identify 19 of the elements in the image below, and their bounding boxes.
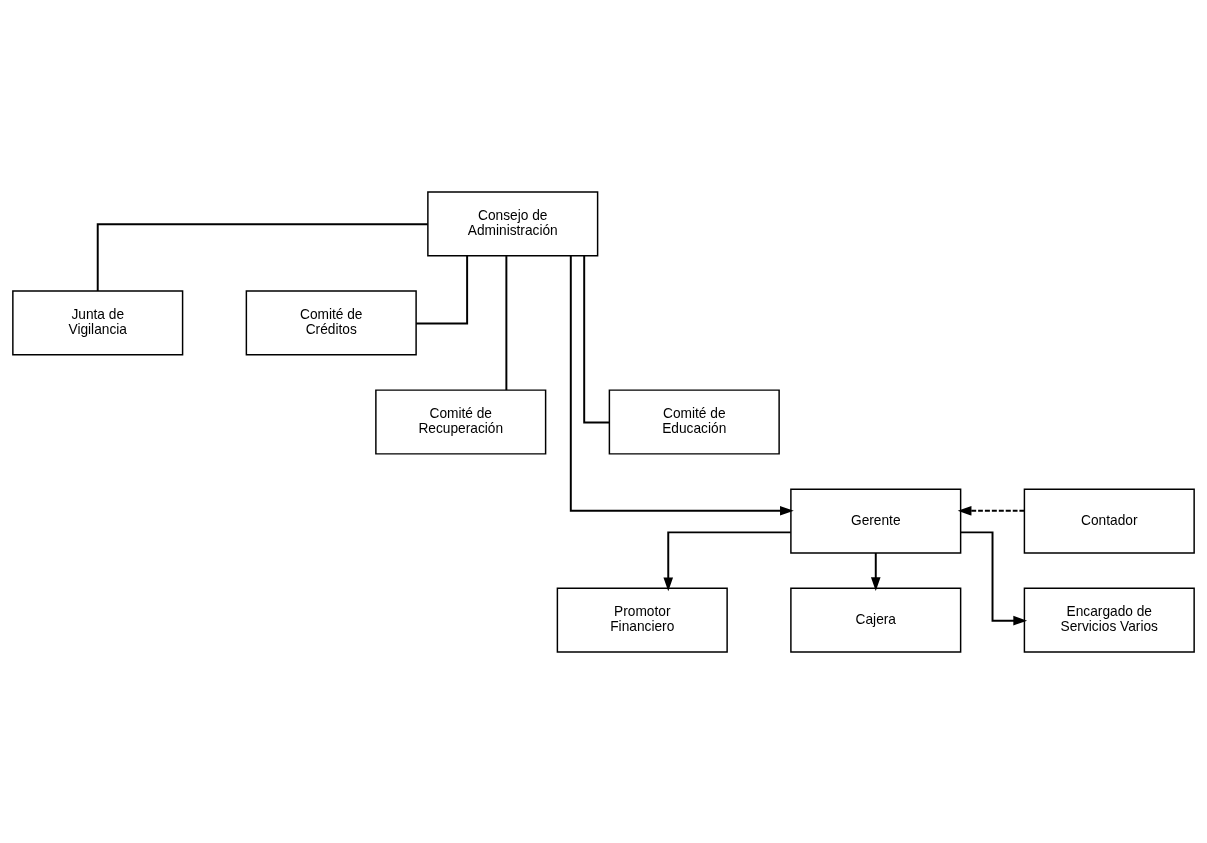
node-box: Consejo de Administración xyxy=(427,190,599,256)
node-box: Promotor Financiero xyxy=(556,587,728,653)
connector xyxy=(505,254,508,391)
node-box: Gerente xyxy=(790,487,962,554)
arrow xyxy=(569,254,794,516)
node-box: Comité de Créditos xyxy=(245,289,417,356)
node-box: Comité de Recuperación xyxy=(375,388,547,455)
connector xyxy=(583,254,611,423)
node-box: Contador xyxy=(1023,487,1195,554)
connector xyxy=(96,222,429,292)
arrow xyxy=(870,551,881,591)
arrow xyxy=(959,530,1028,625)
arrow xyxy=(957,505,1026,516)
node-box: Junta de Vigilancia xyxy=(12,289,184,356)
node-box: Comité de Educación xyxy=(608,388,780,455)
arrow xyxy=(663,530,792,591)
connector xyxy=(415,254,469,324)
node-box: Encargado de Servicios Varios xyxy=(1023,587,1195,653)
node-box: Cajera xyxy=(790,587,962,653)
